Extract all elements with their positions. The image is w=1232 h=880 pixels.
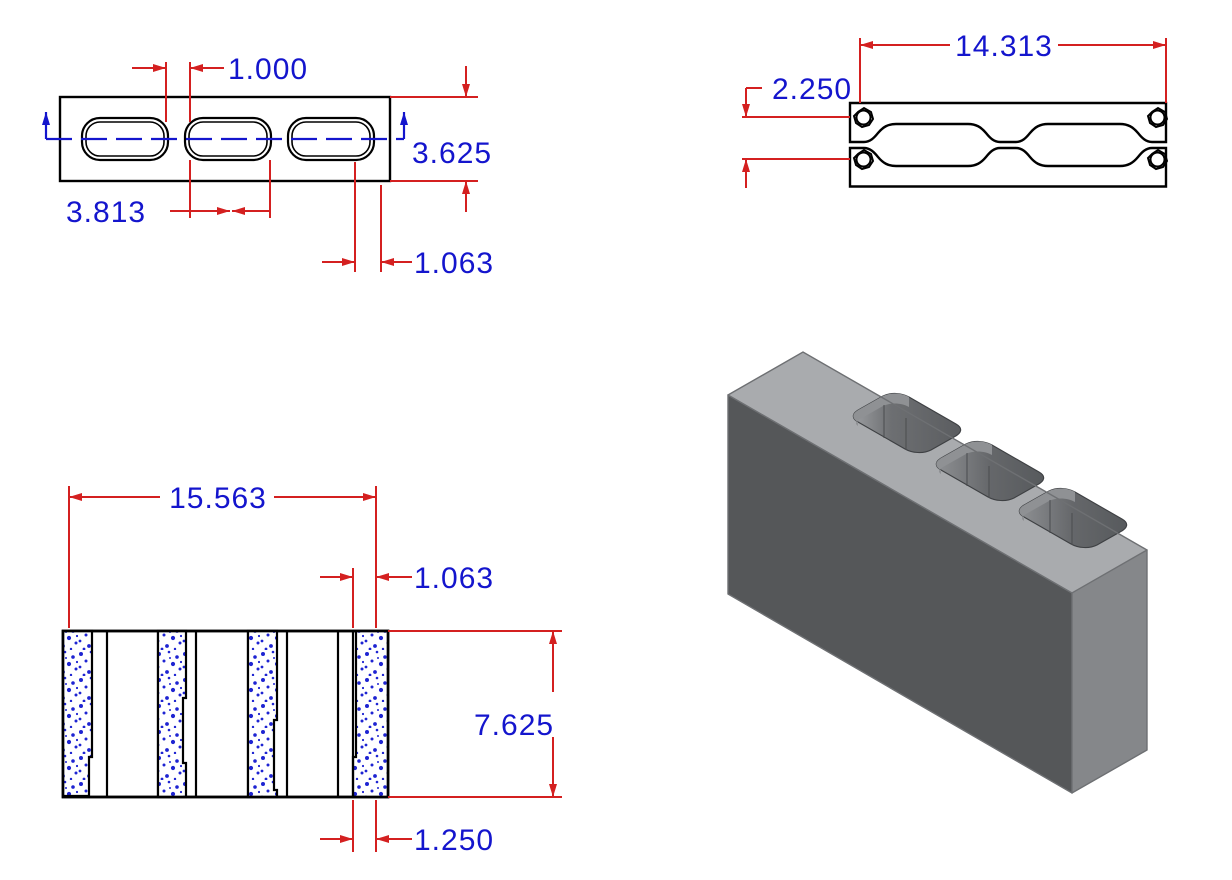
dimension-1000-top: 1.000 <box>132 53 308 122</box>
dimension-14313: 14.313 <box>859 30 1167 103</box>
dimension-label-15563: 15.563 <box>169 482 267 515</box>
dimension-label-1000-top: 1.000 <box>228 53 308 86</box>
dimension-label-1250: 1.250 <box>414 824 494 857</box>
plan-view-corner-detail-bottom-left <box>852 148 875 171</box>
top-view: 1.000 3.625 3.813 1.06 <box>42 53 494 280</box>
dimension-3625: 3.625 <box>42 66 492 212</box>
dimension-3813: 3.813 <box>66 160 271 229</box>
plan-view-corner-detail-top-right <box>1146 106 1169 129</box>
dimension-label-14313: 14.313 <box>955 30 1053 63</box>
dimension-label-2250: 2.250 <box>772 73 852 106</box>
dimension-1250: 1.250 <box>320 800 494 857</box>
plan-view: 14.313 2.250 <box>742 30 1169 188</box>
section-web-1 <box>61 629 94 798</box>
dimension-label-3813: 3.813 <box>66 196 146 229</box>
dimension-label-3625: 3.625 <box>412 137 492 170</box>
plan-view-upper-half <box>848 101 1168 144</box>
section-web-2 <box>156 629 188 799</box>
section-view: 15.563 1.063 7.625 1.250 <box>61 482 562 857</box>
dimension-15563: 15.563 <box>68 482 377 628</box>
dimension-1063-top: 1.063 <box>322 162 494 280</box>
dimension-2250: 2.250 <box>742 73 852 188</box>
plan-view-corner-detail-top-left <box>852 106 875 129</box>
plan-view-lower-half <box>848 146 1168 188</box>
dimension-label-7625: 7.625 <box>474 709 554 742</box>
iso-cavity-2 <box>935 440 1045 502</box>
dimension-7625: 7.625 <box>388 630 562 798</box>
plan-view-corner-detail-bottom-right <box>1146 148 1169 171</box>
dimension-label-1063-section: 1.063 <box>414 562 494 595</box>
section-web-4 <box>351 629 390 799</box>
section-web-3 <box>246 629 279 799</box>
dimension-1063-section: 1.063 <box>320 562 494 628</box>
iso-silhouette <box>727 351 1148 794</box>
section-view-outline <box>61 629 390 799</box>
dimension-label-1063-top: 1.063 <box>414 247 494 280</box>
iso-cavity-3 <box>1018 487 1128 549</box>
isometric-view <box>726 351 1149 794</box>
iso-cavity-1 <box>852 392 962 454</box>
